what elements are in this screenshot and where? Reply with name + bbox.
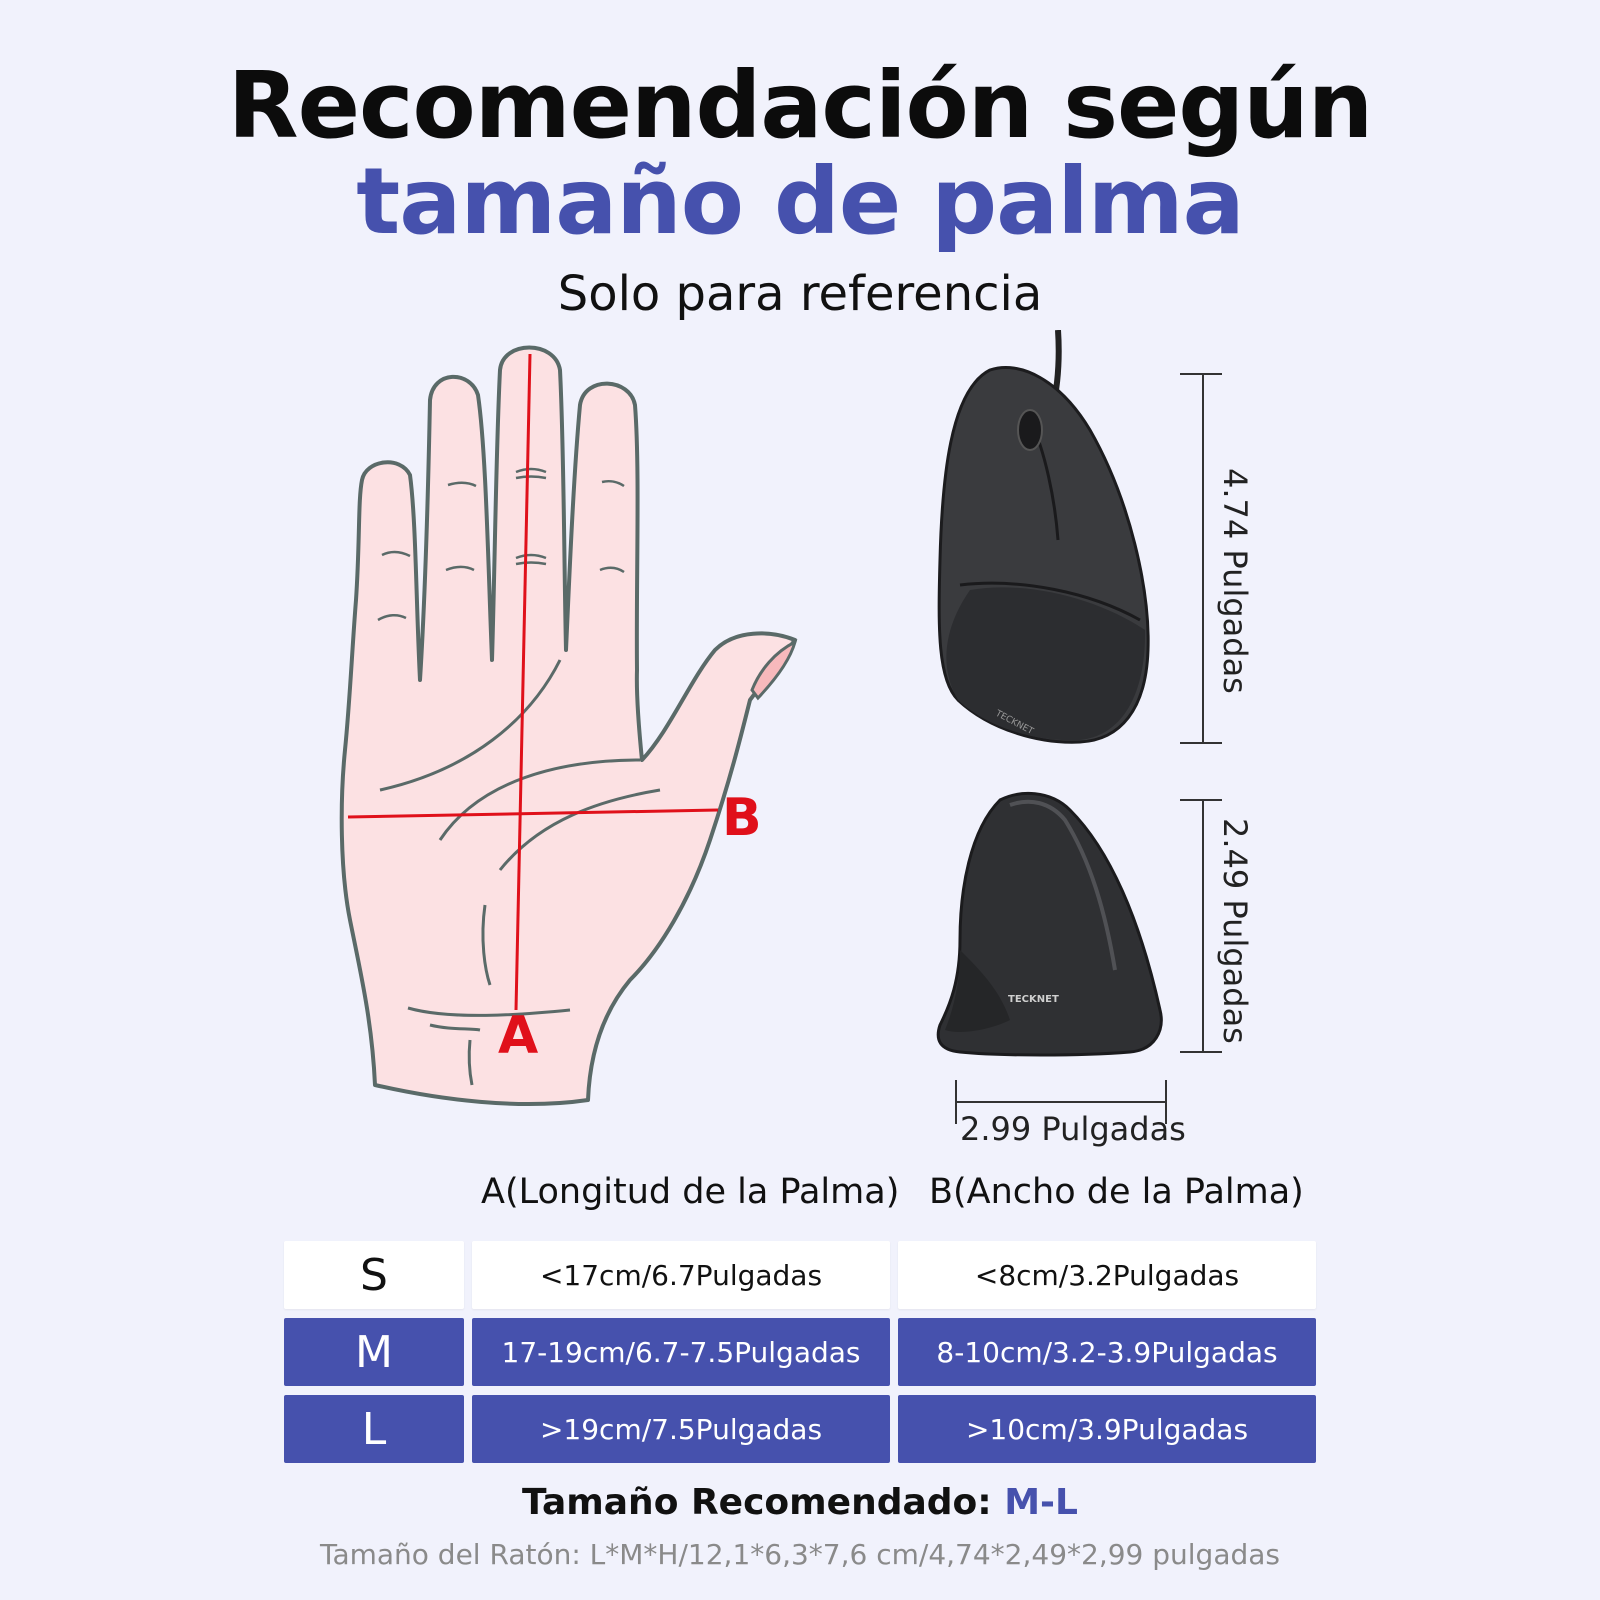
mouse-top-view: TECKNET [937,330,1150,744]
dim-length-label: 4.74 Pulgadas [1216,468,1254,694]
wrist-crease [407,1006,571,1017]
title-line-2: tamaño de palma [356,148,1244,255]
finger-crease [515,475,547,480]
mouse-highlight [1009,799,1117,971]
label-b: B [722,788,762,848]
measure-line-b [347,808,719,819]
mouse-front-view: TECKNET [936,791,1163,1057]
mouse-brand-front: TECKNET [1008,994,1059,1005]
table-row: L >19cm/7.5Pulgadas >10cm/3.9Pulgadas [284,1395,1316,1463]
finger-crease [377,614,407,622]
scroll-wheel [1017,409,1043,451]
mouse-side-line [959,581,1141,622]
palm-length-cell: <17cm/6.7Pulgadas [472,1241,890,1309]
thumb-nail [750,639,798,701]
wrist-crease [467,1039,474,1086]
recommended-size: Tamaño Recomendado: M-L [0,1482,1600,1523]
palm-width-cell: <8cm/3.2Pulgadas [898,1241,1316,1309]
finger-crease [381,550,411,558]
wrist-crease [429,1023,481,1032]
measure-line-a [514,353,532,1011]
size-cell: L [284,1395,464,1463]
size-cell: M [284,1318,464,1386]
palm-crease [498,788,661,871]
finger-crease [599,566,625,574]
mouse-thumb-rest [945,950,1010,1032]
palm-length-cell: >19cm/7.5Pulgadas [472,1395,890,1463]
size-cell: S [284,1241,464,1309]
recommended-size-label: Tamaño Recomendado: [522,1482,1005,1523]
mouse-body-shadow [946,587,1146,741]
title-line-1: Recomendación según [227,52,1373,159]
palm-crease [379,659,562,792]
table-row: M 17-19cm/6.7-7.5Pulgadas 8-10cm/3.2-3.9… [284,1318,1316,1386]
table-row: S <17cm/6.7Pulgadas <8cm/3.2Pulgadas [284,1241,1316,1309]
palm-length-cell: 17-19cm/6.7-7.5Pulgadas [472,1318,890,1386]
recommended-size-value: M-L [1004,1482,1078,1523]
finger-crease [515,553,547,560]
palm-crease [481,904,492,986]
column-header-a: A(Longitud de la Palma) [481,1172,900,1212]
dim-width-label: 2.49 Pulgadas [1216,818,1254,1044]
subtitle: Solo para referencia [557,266,1043,322]
palm-width-cell: 8-10cm/3.2-3.9Pulgadas [898,1318,1316,1386]
hand-outline [339,345,797,1107]
finger-crease [601,479,625,488]
column-header-b: B(Ancho de la Palma) [929,1172,1304,1212]
palm-crease [438,758,641,841]
finger-crease [447,481,477,488]
dim-height-label: 2.99 Pulgadas [960,1110,1186,1148]
finger-crease [445,565,475,572]
finger-crease [515,467,547,474]
mouse-size-note: Tamaño del Ratón: L*M*H/12,1*6,3*7,6 cm/… [319,1538,1281,1571]
hand-illustration: A B [339,345,798,1107]
finger-crease [515,561,547,566]
palm-width-cell: >10cm/3.9Pulgadas [898,1395,1316,1463]
label-a: A [498,1006,538,1066]
